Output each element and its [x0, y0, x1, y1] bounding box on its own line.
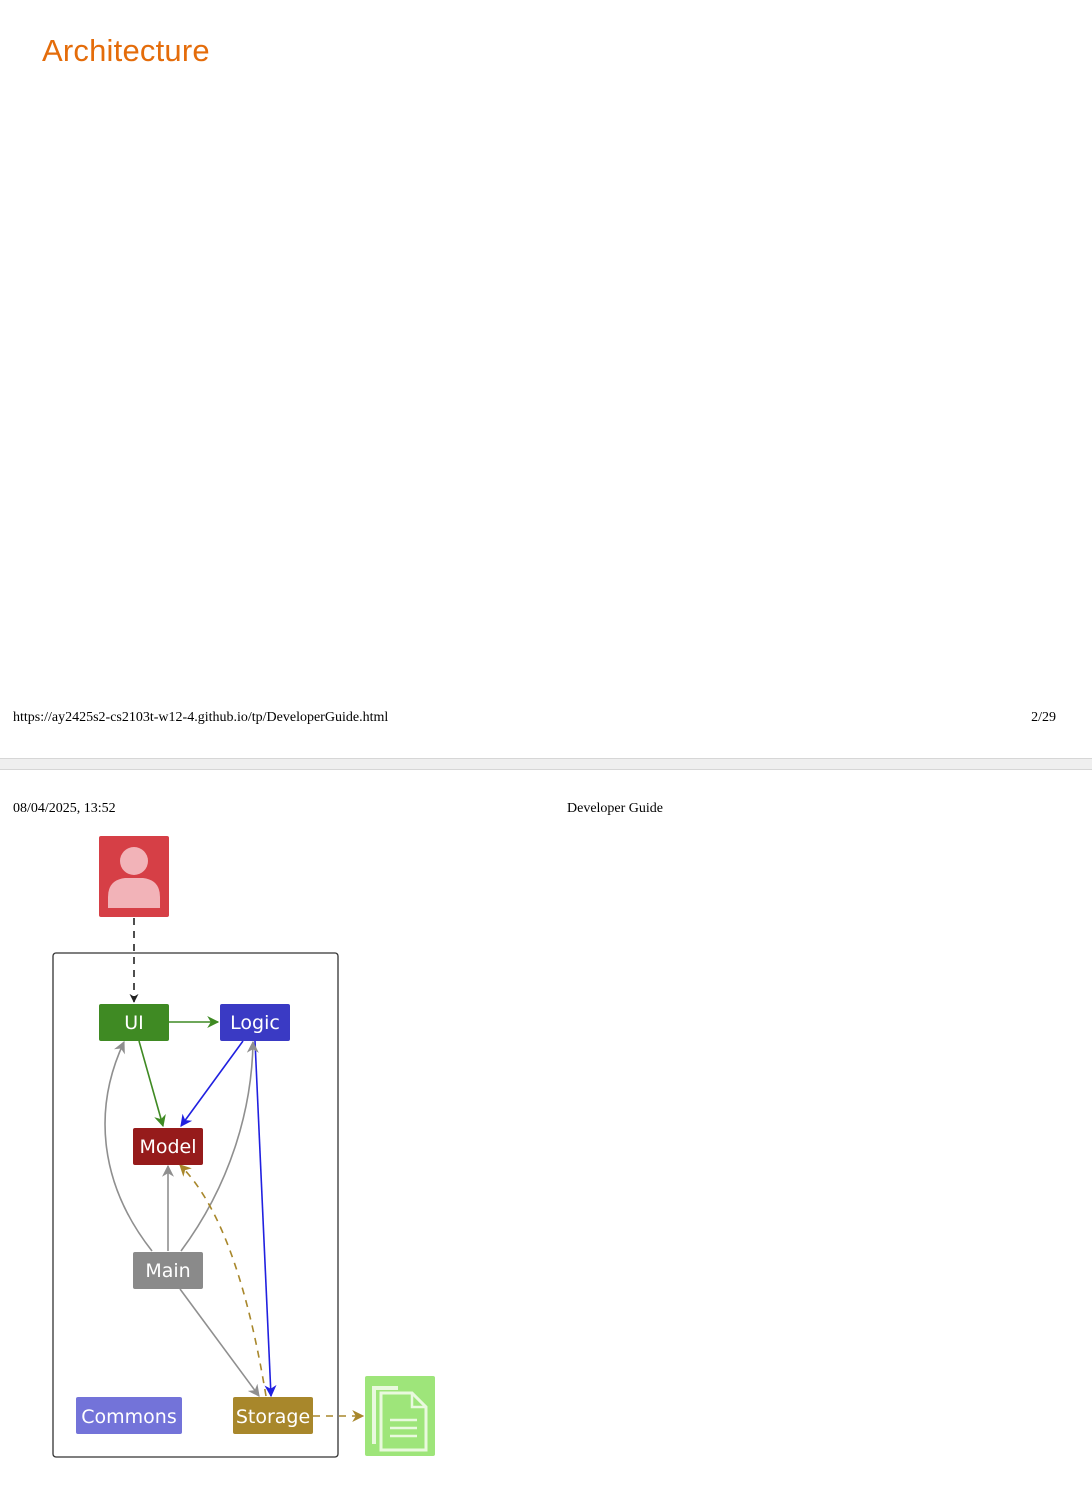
- ui-component: UI: [99, 1004, 169, 1041]
- ui-to-model-edge: [138, 1040, 166, 1128]
- storage-label: Storage: [236, 1406, 310, 1428]
- main-to-ui-edge: [104, 1040, 153, 1252]
- main-to-logic-edge: [180, 1040, 259, 1252]
- logic-label: Logic: [230, 1012, 280, 1034]
- logic-to-storage-edge: [254, 1040, 277, 1398]
- main-label: Main: [145, 1260, 190, 1282]
- user-icon: [99, 836, 169, 917]
- commons-component: Commons: [76, 1397, 182, 1434]
- commons-label: Commons: [81, 1406, 176, 1428]
- page-header-title: Developer Guide: [567, 801, 664, 816]
- page-separator: [0, 758, 1092, 770]
- model-component: Model: [133, 1128, 203, 1165]
- file-icon: [365, 1376, 435, 1456]
- model-label: Model: [139, 1136, 196, 1158]
- app-boundary: [52, 952, 339, 1458]
- storage-component: Storage: [233, 1397, 313, 1434]
- page-header-datetime: 08/04/2025, 13:52: [13, 801, 116, 816]
- page-footer-number: 2/29: [1031, 710, 1056, 725]
- main-to-storage-edge: [179, 1288, 260, 1397]
- section-heading: Architecture: [42, 33, 210, 68]
- storage-to-model-edge: [179, 1164, 267, 1397]
- logic-to-model-edge: [180, 1040, 244, 1127]
- logic-component: Logic: [220, 1004, 290, 1041]
- main-component: Main: [133, 1252, 203, 1289]
- ui-label: UI: [124, 1012, 144, 1034]
- page-footer-url: https://ay2425s2-cs2103t-w12-4.github.io…: [13, 710, 389, 725]
- architecture-diagram: UI Logic Model Main Commons Storage: [0, 820, 460, 1480]
- pdf-page-top: Architecture https://ay2425s2-cs2103t-w1…: [13, 33, 1056, 725]
